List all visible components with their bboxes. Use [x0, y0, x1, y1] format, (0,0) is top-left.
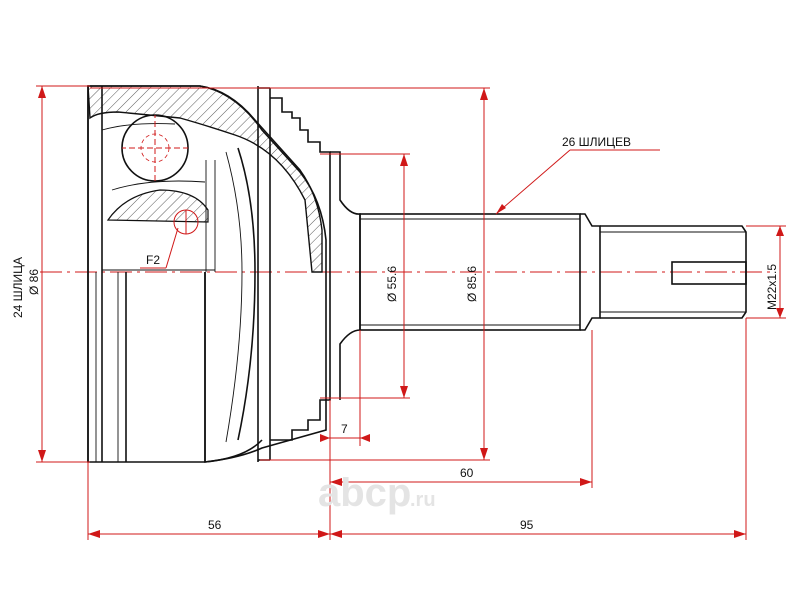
len-95-label: 95 [520, 518, 534, 532]
shaft-spline-leader: 26 ШЛИЦЕВ [495, 135, 660, 215]
housing-outline [87, 85, 327, 463]
svg-text:.ru: .ru [410, 489, 436, 511]
dim-len-7: 7 [320, 330, 370, 540]
dim-len-95: 95 [330, 318, 747, 540]
dim-len-56: 56 [87, 462, 330, 540]
outer-diameter-label: Ø 86 [27, 269, 41, 295]
dim-len-60: 60 [330, 330, 593, 488]
abs-diameter-label: Ø 85.6 [465, 266, 479, 302]
inner-race-section [106, 189, 209, 223]
shaft-diameter-label: Ø 55.6 [385, 266, 399, 302]
f2-label: F2 [146, 253, 160, 267]
watermark-logo: abcp .ru [318, 471, 436, 515]
dim-outer-diameter: 24 ШЛИЦА Ø 86 [11, 85, 90, 463]
len-7-label: 7 [341, 422, 348, 436]
dim-thread: M22x1.5 [746, 225, 786, 319]
outer-housing [87, 85, 327, 463]
dim-abs-diameter: Ø 85.6 [90, 87, 490, 461]
housing-section-top [87, 85, 323, 273]
outer-spline-label: 24 ШЛИЦА [11, 257, 25, 318]
len-60-label: 60 [460, 466, 474, 480]
shaft-spline-label: 26 ШЛИЦЕВ [562, 135, 631, 149]
len-56-label: 56 [208, 518, 222, 532]
svg-text:abcp: abcp [318, 471, 411, 515]
dim-shaft-diameter: Ø 55.6 [320, 153, 410, 399]
ball [121, 114, 189, 182]
thread-label: M22x1.5 [765, 264, 779, 310]
shaft [330, 151, 747, 400]
